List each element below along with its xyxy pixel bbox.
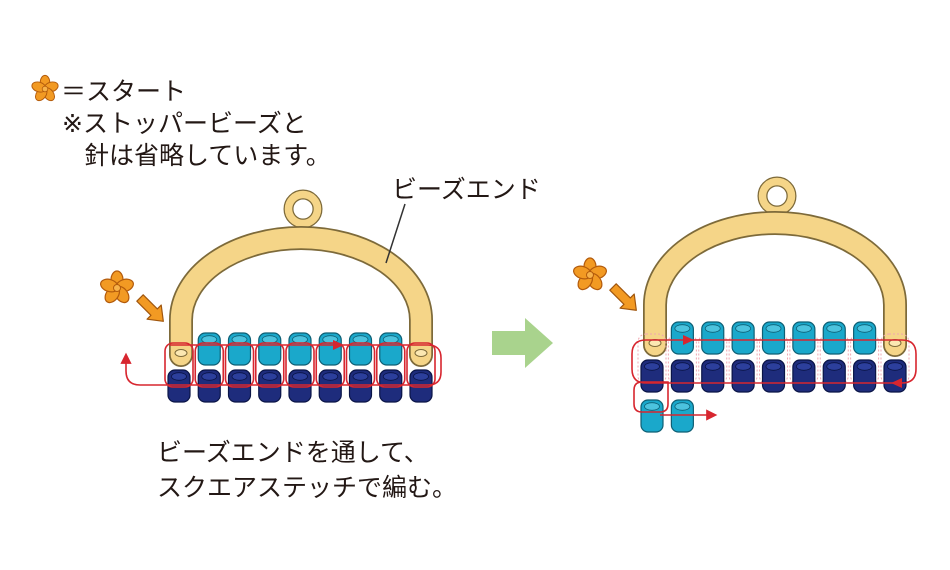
thread-stitch-loop — [194, 342, 225, 388]
bead-navy — [761, 359, 786, 393]
bead-navy — [409, 369, 433, 403]
bead-navy — [640, 359, 664, 393]
bead-end-arch — [643, 211, 907, 357]
bead-navy — [883, 359, 907, 393]
bead-cyan — [670, 399, 694, 433]
start-flower-icon — [98, 270, 136, 306]
bead-end-ring — [757, 176, 797, 216]
note-line-2: 針は省略しています。 — [84, 141, 331, 170]
start-flower-icon — [571, 257, 609, 293]
thread-arrowhead-icon — [683, 335, 694, 345]
thread-stitch-loop — [254, 342, 285, 388]
bead-cyan — [227, 332, 252, 366]
thread-stitch-loop — [375, 342, 406, 388]
bead-cyan — [701, 321, 725, 355]
left-stitch-loops — [164, 342, 436, 388]
left-bead-rows — [167, 332, 433, 403]
bead-end-label: ビーズエンド — [392, 175, 541, 204]
bead-navy — [670, 359, 694, 393]
arrow-right-icon — [492, 318, 553, 368]
note-line-1: ※ストッパービーズと — [62, 109, 307, 138]
bead-cyan — [731, 321, 755, 355]
bead-navy — [197, 369, 221, 403]
bead-navy — [167, 369, 191, 403]
bead-end-arch — [169, 226, 433, 367]
thread-stitch-loop — [345, 342, 376, 388]
bead-navy — [822, 359, 846, 393]
bead-cyan — [318, 332, 342, 366]
thread-stitch-loop — [406, 342, 436, 388]
legend: ＝スタート ※ストッパービーズと 針は省略しています。 — [30, 74, 331, 170]
bead-cyan — [197, 332, 221, 366]
bead-navy — [792, 359, 816, 393]
bead-cyan — [853, 321, 877, 355]
thread-stitch-loop — [285, 342, 315, 388]
thread-path — [633, 381, 669, 413]
bead-navy — [318, 369, 342, 403]
bead-navy — [348, 369, 373, 403]
thread-path — [120, 344, 442, 386]
bead-cyan — [379, 332, 403, 366]
bead-cyan — [348, 332, 373, 366]
caption-line-1: ビーズエンドを通して、 — [157, 438, 429, 467]
start-arrow-icon — [132, 290, 172, 330]
bead-navy — [227, 369, 252, 403]
leader-line — [385, 203, 406, 264]
caption-line-2: スクエアステッチで編む。 — [157, 473, 457, 502]
right-diagram — [571, 176, 917, 433]
bead-cyan — [670, 321, 694, 355]
bead-cyan — [288, 332, 312, 366]
bead-navy — [379, 369, 403, 403]
bead-navy — [288, 369, 312, 403]
bead-navy — [731, 359, 755, 393]
start-arrow-icon — [605, 279, 645, 319]
bead-navy — [258, 369, 282, 403]
thread-stitch-loop — [224, 342, 255, 388]
bead-cyan — [640, 399, 664, 433]
bead-cyan — [761, 321, 786, 355]
thread-stitch-loop — [164, 342, 194, 388]
start-flower-icon — [30, 74, 60, 104]
thread-stitch-loop — [315, 342, 346, 388]
bead-cyan — [258, 332, 282, 366]
bead-navy — [701, 359, 725, 393]
bead-cyan — [792, 321, 816, 355]
bead-cyan — [822, 321, 846, 355]
start-label: ＝スタート — [61, 77, 186, 106]
bead-navy — [853, 359, 877, 393]
bead-end-ring — [283, 189, 323, 229]
leg-end-hole — [174, 349, 188, 357]
leg-end-hole — [414, 349, 428, 357]
thread-arrowhead-icon — [891, 378, 902, 388]
left-diagram: ビーズエンド ビーズエンドを通して、 スクエアステッチで編む。 — [98, 175, 541, 502]
thread-arrowhead-icon — [333, 340, 344, 350]
